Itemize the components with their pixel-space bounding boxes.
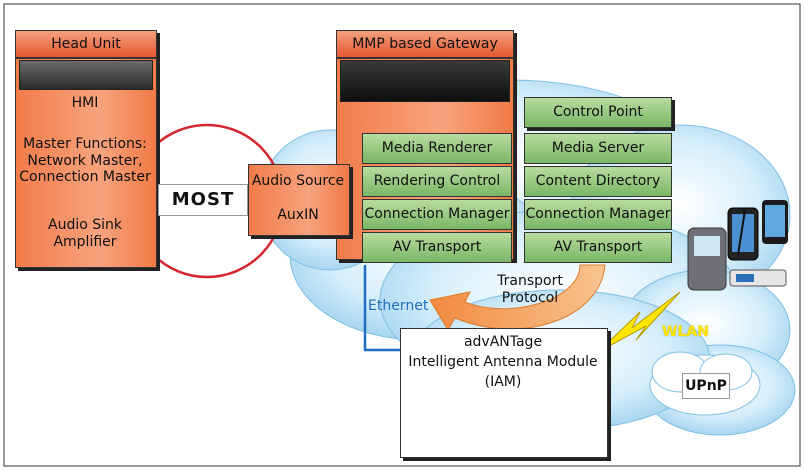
most-logo: MOST	[158, 184, 248, 216]
ethernet-line	[363, 265, 400, 352]
audio-source-panel	[248, 164, 350, 236]
gateway-title: MMP based Gateway	[336, 30, 514, 58]
upnp-logo: UPnP	[682, 373, 730, 399]
wlan-label: WLAN	[662, 323, 709, 340]
head-unit-panel	[15, 58, 157, 268]
ethernet-label: Ethernet	[368, 297, 429, 314]
iam-line3: (IAM)	[484, 373, 522, 390]
radio-faceplate-icon	[19, 60, 153, 90]
control-stack-item: Connection Manager	[524, 199, 672, 230]
gateway-stack-item: Rendering Control	[362, 166, 512, 197]
iam-line2: Intelligent Antenna Module	[408, 353, 598, 370]
iam-box	[400, 328, 608, 458]
wlan-lightning-icon	[597, 291, 681, 353]
auxin-label: AuxIN	[277, 206, 319, 223]
audio-source-label: Audio Source	[251, 172, 345, 189]
head-unit-master-functions: Master Functions: Network Master, Connec…	[19, 135, 151, 186]
head-unit-title: Head Unit	[15, 30, 157, 58]
control-stack-item: Control Point	[524, 97, 672, 128]
head-unit-audio-sink: Audio Sink Amplifier	[48, 217, 122, 250]
transport-arrow	[429, 264, 606, 331]
mobile-devices-icon	[687, 200, 788, 291]
control-stack-item: AV Transport	[524, 232, 672, 263]
control-stack-item: Content Directory	[524, 166, 672, 197]
gateway-stack-item: Media Renderer	[362, 133, 512, 164]
gateway-stack-item: AV Transport	[362, 232, 512, 263]
gateway-stack-item: Connection Manager	[362, 199, 512, 230]
iam-line1: advANTage	[463, 333, 543, 350]
gateway-display-icon	[340, 60, 510, 102]
transport-protocol-label: Transport Protocol	[497, 273, 563, 306]
head-unit-hmi: HMI	[71, 94, 99, 111]
control-stack-item: Media Server	[524, 133, 672, 164]
